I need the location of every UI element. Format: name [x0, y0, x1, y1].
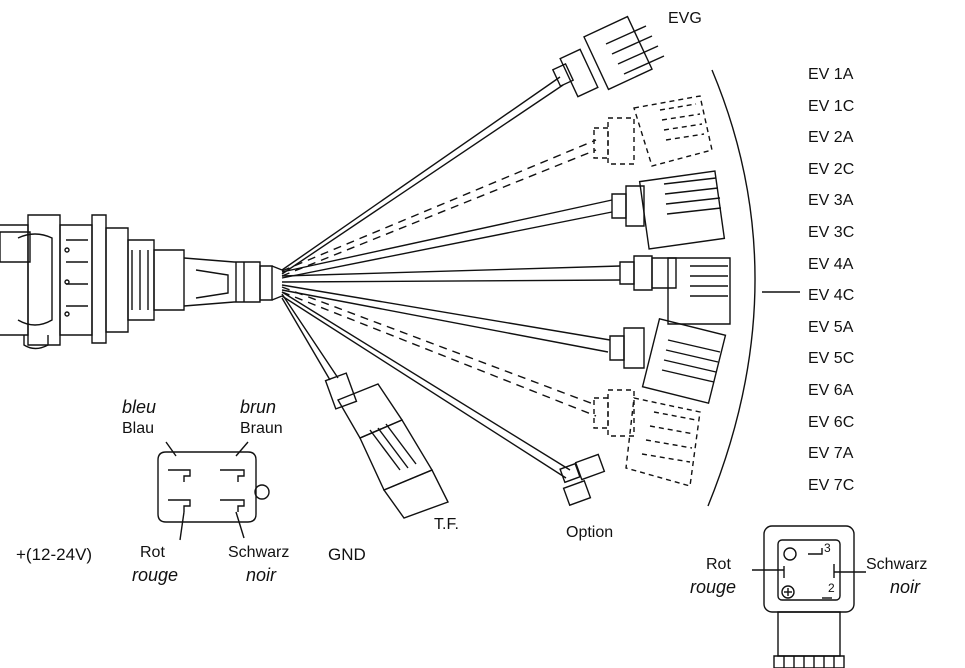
evg-label: EVG	[668, 10, 702, 27]
brun-label: brun	[240, 397, 277, 417]
ev-label: EV 5C	[808, 350, 855, 368]
rot-right-label: Rot	[706, 556, 731, 573]
ev-label: EV 5A	[808, 318, 854, 336]
optional-connector-lower	[594, 390, 700, 486]
cables-solid	[282, 77, 620, 478]
evg-connector	[553, 17, 664, 97]
option-label: Option	[566, 524, 614, 541]
ev-label: EV 4A	[808, 255, 854, 273]
option-plug	[560, 454, 604, 505]
supply-label: +(12-24V)	[16, 545, 93, 564]
rot-left-label: Rot	[140, 544, 165, 561]
ev-label: EV 1C	[808, 97, 855, 115]
harness-sleeve	[184, 258, 282, 306]
blau-label: Blau	[122, 420, 155, 437]
valve-connector-2	[620, 256, 730, 324]
main-connector	[0, 215, 184, 349]
noir-right-label: noir	[890, 577, 921, 597]
valve-connector-3	[610, 319, 725, 403]
ev-label: EV 3A	[808, 192, 854, 210]
ev-label: EV 2C	[808, 160, 855, 178]
cables-dashed	[282, 140, 596, 416]
rouge-left-label: rouge	[132, 565, 179, 585]
ev-label: EV 3C	[808, 224, 855, 241]
rouge-right-label: rouge	[690, 577, 737, 597]
ev-label: EV 6C	[808, 413, 855, 431]
ev-label: EV 7C	[808, 476, 855, 494]
tf-label: T.F.	[434, 516, 459, 533]
tf-connector	[326, 373, 448, 518]
pin-number-2: 2	[828, 581, 835, 595]
noir-left-label: noir	[246, 565, 277, 585]
optional-connector-upper	[594, 96, 712, 166]
ev-bracket-arc	[708, 70, 755, 506]
four-pin-socket	[158, 442, 269, 540]
pin-number-3: 3	[824, 541, 831, 555]
ev-label: EV 1A	[808, 66, 854, 83]
gnd-label: GND	[328, 545, 366, 564]
braun-label: Braun	[240, 420, 283, 437]
schwarz-left-label: Schwarz	[228, 544, 290, 561]
ev-label: EV 6A	[808, 382, 854, 399]
ev-label: EV 7A	[808, 445, 854, 463]
bleu-label: bleu	[122, 397, 157, 417]
ev-label: EV 4C	[808, 287, 855, 305]
valve-plug-detail	[752, 526, 866, 668]
ev-label: EV 2A	[808, 129, 854, 147]
schwarz-right-label: Schwarz	[866, 556, 928, 573]
valve-connector-1	[612, 171, 724, 249]
